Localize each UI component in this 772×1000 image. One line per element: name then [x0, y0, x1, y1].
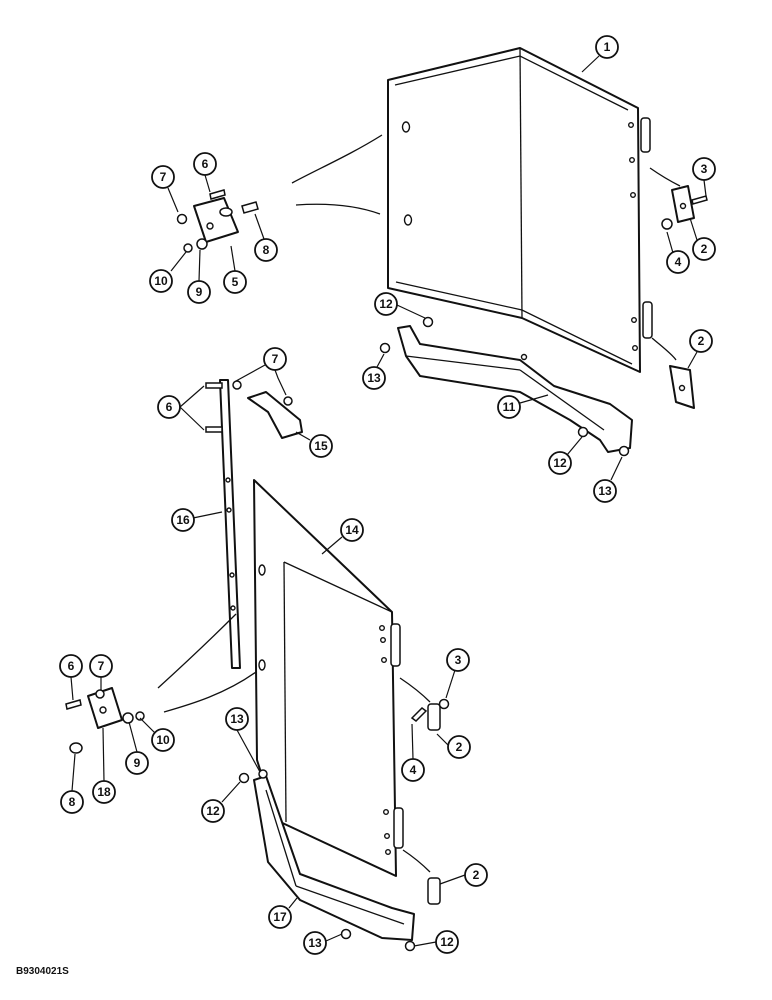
callout-label: 8	[69, 795, 76, 809]
callout-bubble: 8	[254, 238, 278, 262]
callout-label: 13	[598, 484, 612, 498]
callout-bubble: 3	[692, 157, 716, 181]
callout-label: 16	[176, 513, 190, 527]
callout-bubble: 7	[151, 165, 175, 189]
callout-bubble: 9	[125, 751, 149, 775]
callout-label: 14	[345, 523, 359, 537]
callout-label: 3	[455, 653, 462, 667]
callout-label: 6	[202, 157, 209, 171]
callout-label: 10	[154, 274, 168, 288]
callout-bubble: 7	[263, 347, 287, 371]
leader-lines	[70, 55, 707, 947]
upper-side-panel	[387, 47, 641, 373]
callout-label: 18	[97, 785, 111, 799]
upper-latch-assembly	[176, 134, 383, 253]
callout-bubble: 2	[689, 329, 713, 353]
callout-label: 2	[473, 868, 480, 882]
callout-label: 1	[604, 40, 611, 54]
callout-bubble: 2	[692, 237, 716, 261]
callout-label: 7	[98, 659, 105, 673]
upper-hinge-pin-bottom	[642, 301, 653, 339]
lower-side-panel	[253, 479, 397, 877]
lower-hinge-pin-top	[390, 623, 401, 667]
callout-label: 6	[68, 659, 75, 673]
upper-hinge-pin-top	[640, 117, 651, 153]
callout-bubble: 13	[362, 366, 386, 390]
upper-hinge-plate-top	[649, 167, 708, 230]
lower-hinge-top	[399, 677, 450, 731]
callout-label: 8	[263, 243, 270, 257]
callout-label: 5	[232, 275, 239, 289]
callout-bubble: 5	[223, 270, 247, 294]
upper-hinge-plate-bottom	[651, 337, 695, 409]
callout-label: 12	[379, 297, 393, 311]
callout-bubble: 12	[201, 799, 225, 823]
lower-latch-assembly	[65, 613, 257, 754]
callout-label: 4	[410, 763, 417, 777]
callout-bubble: 13	[225, 707, 249, 731]
callout-bubble: 18	[92, 780, 116, 804]
callout-label: 4	[675, 255, 682, 269]
callout-bubble: 15	[309, 434, 333, 458]
vertical-strip	[205, 379, 242, 669]
callout-label: 2	[701, 242, 708, 256]
callout-bubble: 6	[193, 152, 217, 176]
callout-bubble: 6	[59, 654, 83, 678]
callout-label: 13	[308, 936, 322, 950]
callout-bubble: 14	[340, 518, 364, 542]
callout-bubble: 1	[595, 35, 619, 59]
callout-label: 7	[160, 170, 167, 184]
callout-label: 9	[134, 756, 141, 770]
callout-bubble: 6	[157, 395, 181, 419]
callout-label: 12	[206, 804, 220, 818]
callout-label: 17	[273, 910, 287, 924]
callout-label: 3	[701, 162, 708, 176]
callout-bubble: 12	[548, 451, 572, 475]
upper-support-bracket	[379, 316, 633, 457]
reference-code: B9304021S	[16, 966, 69, 977]
callout-bubble: 11	[497, 395, 521, 419]
callout-bubble: 3	[446, 648, 470, 672]
callout-bubble: 4	[401, 758, 425, 782]
lower-support-bracket	[238, 769, 416, 952]
callout-label: 10	[156, 733, 170, 747]
callout-bubble: 2	[464, 863, 488, 887]
callout-bubble: 10	[149, 269, 173, 293]
callout-label: 13	[367, 371, 381, 385]
top-mounting-bracket	[247, 391, 303, 439]
callout-bubble: 10	[151, 728, 175, 752]
callout-label: 13	[230, 712, 244, 726]
callout-bubble: 16	[171, 508, 195, 532]
callout-label: 11	[503, 400, 516, 414]
callout-bubble: 9	[187, 280, 211, 304]
callout-label: 6	[166, 400, 173, 414]
callout-bubble: 12	[374, 292, 398, 316]
callout-label: 15	[314, 439, 328, 453]
callout-bubble: 8	[60, 790, 84, 814]
callout-label: 7	[272, 352, 279, 366]
callout-label: 2	[456, 740, 463, 754]
callout-label: 9	[196, 285, 203, 299]
callout-bubble: 2	[447, 735, 471, 759]
callout-bubble: 4	[666, 250, 690, 274]
callout-label: 12	[553, 456, 567, 470]
callout-bubble: 7	[89, 654, 113, 678]
lower-hinge-pin-bottom	[393, 807, 404, 849]
callout-bubble: 12	[435, 930, 459, 954]
callout-label: 2	[698, 334, 705, 348]
lower-hinge-bottom	[402, 849, 441, 905]
callout-bubble: 13	[303, 931, 327, 955]
callout-bubble: 13	[593, 479, 617, 503]
callout-label: 12	[440, 935, 454, 949]
callout-bubble: 17	[268, 905, 292, 929]
